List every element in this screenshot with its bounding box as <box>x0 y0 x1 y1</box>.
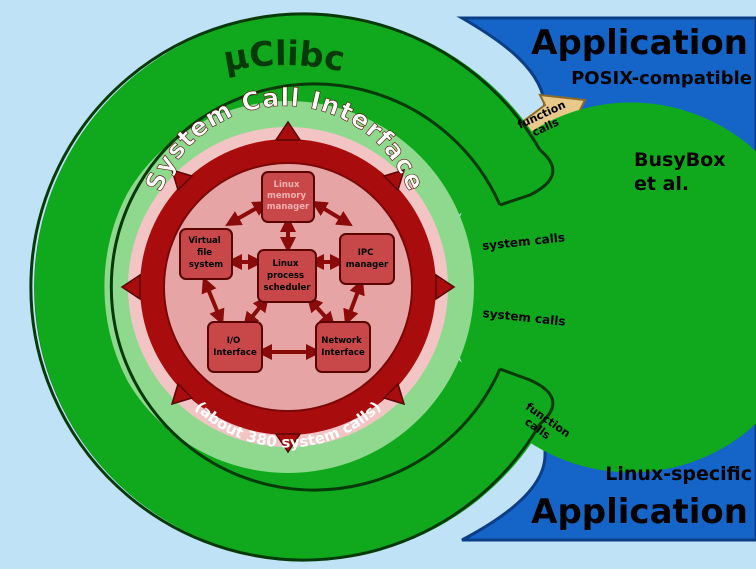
app-top-examples: BusyBox et al. <box>634 149 732 195</box>
module-connectors <box>201 200 365 360</box>
module-virtual-file-system: Virtual file system <box>179 228 233 280</box>
uclibc-ring-cap-top <box>499 148 555 207</box>
app-top-subtitle: POSIX-compatible <box>571 68 752 89</box>
app-top-title: Application <box>531 23 748 63</box>
svg-text:I/O Interface: I/O Interface <box>213 336 257 358</box>
ring-arrows <box>120 120 456 454</box>
uclibc-ring-body <box>34 14 552 560</box>
uclibc-label: µClibc <box>220 34 348 80</box>
uclibc-ring-outline-inner <box>109 82 502 492</box>
module-ipc-manager: IPC manager <box>339 233 395 285</box>
app-bottom-title: Application <box>531 492 748 532</box>
module-memory-manager: Linux memory manager <box>261 171 315 223</box>
svg-text:Virtual file syste: Virtual file system <box>188 236 223 270</box>
module-io-interface: I/O Interface <box>207 321 263 373</box>
uclibc-ring-outline-outer <box>29 12 542 562</box>
app-bottom-subtitle: Linux-specific <box>605 463 752 485</box>
module-process-scheduler: Linux process scheduler <box>257 249 317 303</box>
svg-text:Linux memory manag: Linux memory manager <box>267 180 310 212</box>
module-network-interface: Network Interface <box>315 321 371 373</box>
svg-text:IPC manager: IPC manager <box>346 248 389 270</box>
uclibc-ring-cap-bottom <box>499 367 555 426</box>
svg-text:Network Interface: Network Interface <box>321 336 365 358</box>
svg-text:Linux process sche: Linux process scheduler <box>264 259 312 293</box>
